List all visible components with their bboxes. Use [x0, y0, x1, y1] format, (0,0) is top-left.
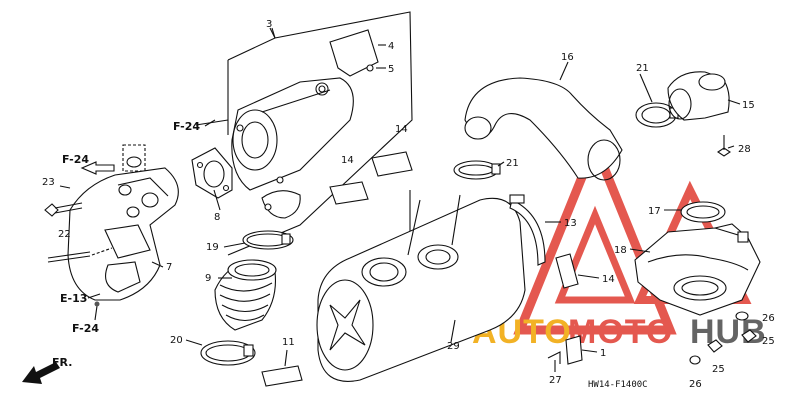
- ref-arrow-f24-bottom: F-24: [72, 301, 100, 335]
- ref-arrow-f24-left: F-24: [62, 153, 115, 175]
- part-21-band-clamp-b: [635, 102, 679, 128]
- callout-16: 16: [561, 52, 574, 63]
- front-direction-arrow: FR.: [22, 356, 72, 384]
- front-arrow-icon: [22, 362, 60, 384]
- ref-arrow-e13: E-13: [60, 292, 101, 305]
- nut-bracket: [122, 144, 146, 172]
- part-8-flange-gasket: [191, 147, 233, 199]
- part-9-flexible-joint: [214, 259, 277, 331]
- callout-17: 17: [648, 206, 661, 217]
- callout-27: 27: [549, 375, 562, 386]
- part-20-band-clamp: [200, 340, 256, 366]
- part-25-bolt-b: [707, 339, 723, 353]
- callout-28: 28: [738, 144, 751, 155]
- part-26-grommet-b: [689, 355, 701, 365]
- callout-3: 3: [266, 19, 272, 30]
- callout-21-mid: 21: [506, 158, 519, 169]
- part-25-bolt-a: [741, 329, 757, 343]
- callout-13: 13: [564, 218, 577, 229]
- callout-29: 29: [447, 341, 460, 352]
- part-19-band-clamp: [242, 230, 294, 250]
- callout-8: 8: [214, 212, 220, 223]
- callout-14-right: 14: [602, 274, 615, 285]
- part-13-strap: [509, 194, 546, 266]
- part-14-pad-c: [555, 253, 579, 289]
- part-22-stud: [47, 247, 113, 263]
- drawing-code: HW14-F1400C: [588, 380, 648, 390]
- part-18-air-box: [634, 223, 761, 316]
- callout-4: 4: [388, 41, 394, 52]
- part-15-elbow-duct: [667, 71, 730, 121]
- part-21-band-clamp-a: [453, 160, 501, 180]
- ref-f24-top: F-24: [173, 120, 200, 133]
- part-23-flange-bolt: [44, 202, 83, 217]
- leader-lines: [59, 27, 741, 372]
- callout-25-bottom: 25: [712, 364, 725, 375]
- part-27-clip: [547, 351, 561, 364]
- callout-14-mid: 14: [341, 155, 354, 166]
- callout-15: 15: [742, 100, 755, 111]
- callout-20: 20: [170, 335, 183, 346]
- watermark-hub: HUB: [690, 313, 767, 351]
- part-17-seal-ring: [680, 201, 726, 223]
- callout-7: 7: [166, 262, 172, 273]
- callout-26-right: 26: [762, 313, 775, 324]
- part-14-pad-a: [371, 151, 413, 177]
- callout-26-bottom: 26: [689, 379, 702, 390]
- ref-e13: E-13: [60, 292, 87, 305]
- callout-18: 18: [614, 245, 627, 256]
- part-7-exhaust-manifold: [67, 167, 179, 301]
- part-16-intake-hose: [464, 77, 623, 181]
- callout-21-top: 21: [636, 63, 649, 74]
- callout-14-top: 14: [395, 124, 408, 135]
- callout-labels: 3 4 5 14 14 23 8 22 19 7 9 20 11 29 16 2…: [42, 19, 775, 390]
- callout-22: 22: [58, 229, 71, 240]
- callout-23: 23: [42, 177, 55, 188]
- part-3-catalyst-body: [231, 77, 354, 219]
- ref-arrow-f24-top: F-24: [173, 119, 216, 133]
- ref-f24-bottom: F-24: [72, 322, 99, 335]
- ref-f24-left: F-24: [62, 153, 89, 166]
- front-label: FR.: [52, 356, 72, 369]
- part-26-grommet-a: [735, 311, 749, 321]
- part-29-muffler: [316, 194, 526, 382]
- callout-9: 9: [205, 273, 211, 284]
- callout-11: 11: [282, 337, 295, 348]
- part-4-heat-plate: [329, 29, 386, 77]
- callout-19: 19: [206, 242, 219, 253]
- callout-25-right: 25: [762, 336, 775, 347]
- part-28-bolt: [717, 135, 731, 157]
- part-1-bracket: [565, 335, 583, 365]
- callout-5: 5: [388, 64, 394, 75]
- part-11-pad: [261, 365, 303, 387]
- watermark-moto: MOTO: [568, 313, 673, 351]
- part-14-pad-b: [329, 181, 369, 205]
- callout-1: 1: [600, 348, 606, 359]
